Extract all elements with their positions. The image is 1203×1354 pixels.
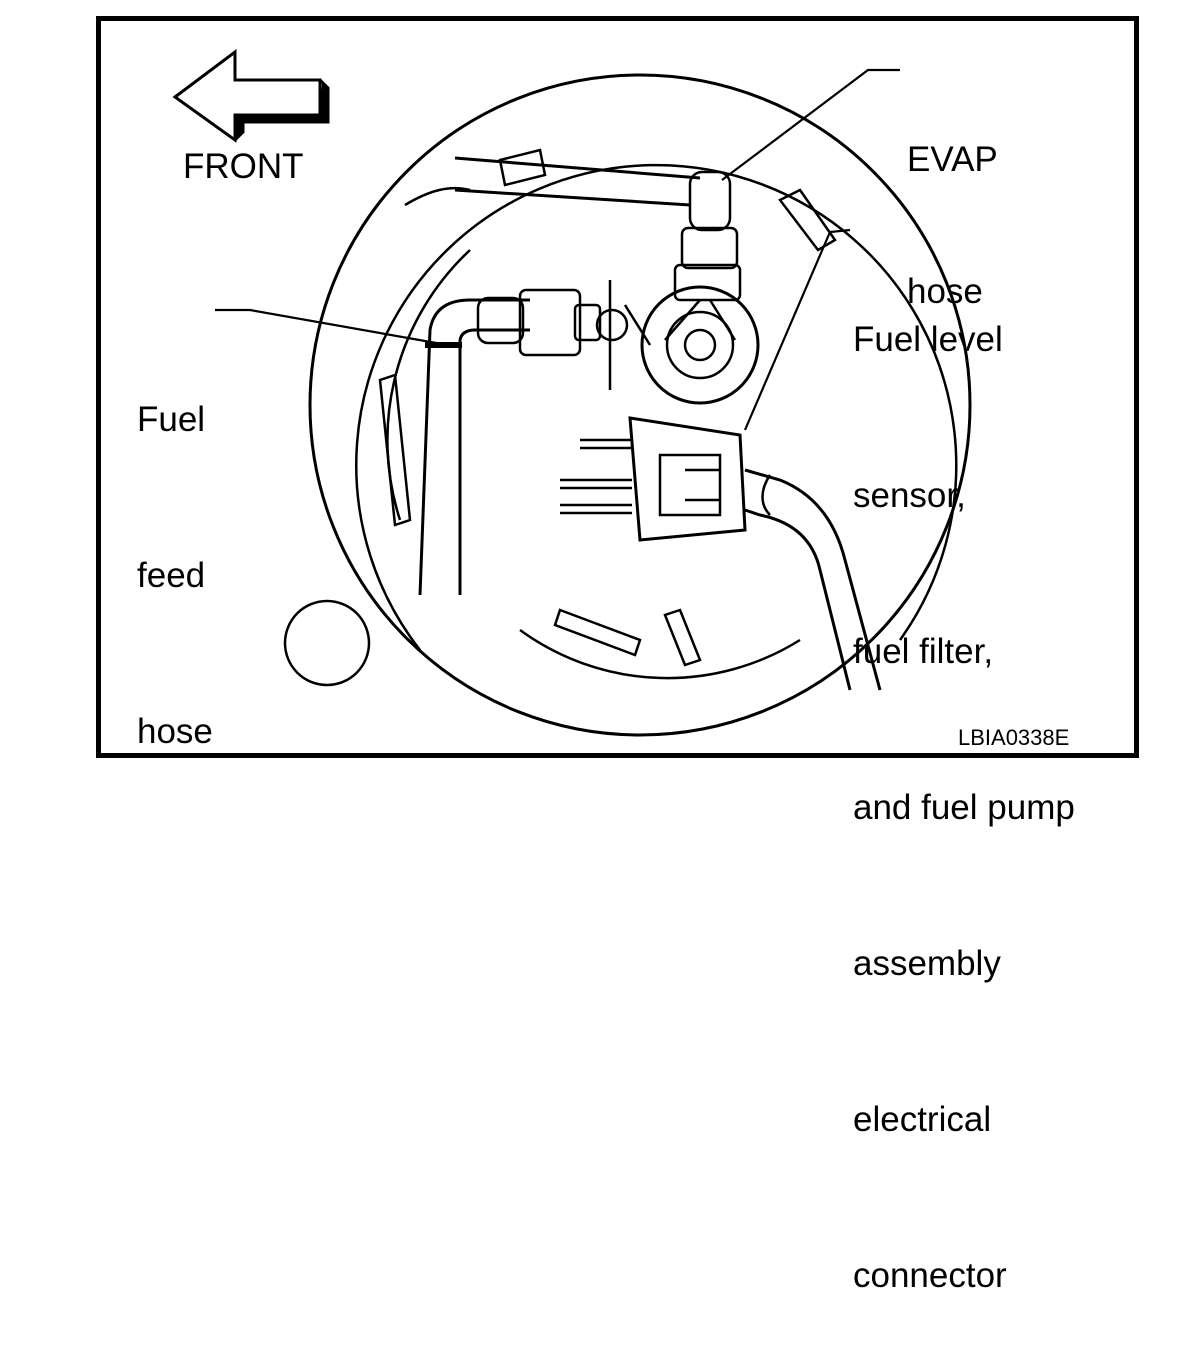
evap-hose-line	[454, 156, 701, 207]
callout-line: electrical	[853, 1100, 992, 1139]
callout-line: hose	[137, 712, 213, 751]
evap-leader	[721, 68, 900, 181]
electrical-connector	[628, 416, 747, 542]
callout-line: connector	[853, 1256, 1007, 1295]
callout-line: and fuel pump	[853, 788, 1075, 827]
retainer-arc-2	[519, 628, 801, 680]
callout-line: Fuel level	[853, 320, 1003, 359]
callout-line: feed	[137, 556, 206, 595]
callout-line: EVAP	[907, 140, 998, 179]
callout-line: Fuel	[137, 400, 206, 439]
outer-ring	[308, 73, 972, 737]
callout-fuel-feed-hose: Fuel feed hose	[137, 290, 213, 810]
callout-fuel-level-sensor-connector: Fuel level sensor, fuel filter, and fuel…	[853, 210, 1075, 1354]
callout-line: fuel filter,	[853, 632, 994, 671]
fuel-feed-hose-line	[418, 298, 530, 596]
pump-body	[640, 285, 760, 405]
alignment-hole	[283, 599, 371, 687]
fuel-pump-assembly-drawing	[172, 49, 972, 737]
callout-line: assembly	[853, 944, 1001, 983]
front-direction-label: FRONT	[183, 147, 304, 186]
figure-frame	[96, 16, 1139, 758]
callout-line: sensor,	[853, 476, 966, 515]
figure-code: LBIA0338E	[958, 725, 1070, 750]
inner-ring	[355, 163, 958, 651]
callout-line: hose	[907, 272, 983, 311]
callout-evap-hose: EVAP hose	[907, 50, 998, 358]
sensor-leader	[743, 228, 851, 431]
feed-hose-leader	[215, 308, 443, 346]
wire-harness	[744, 468, 882, 691]
arrow-left-icon	[172, 49, 330, 143]
